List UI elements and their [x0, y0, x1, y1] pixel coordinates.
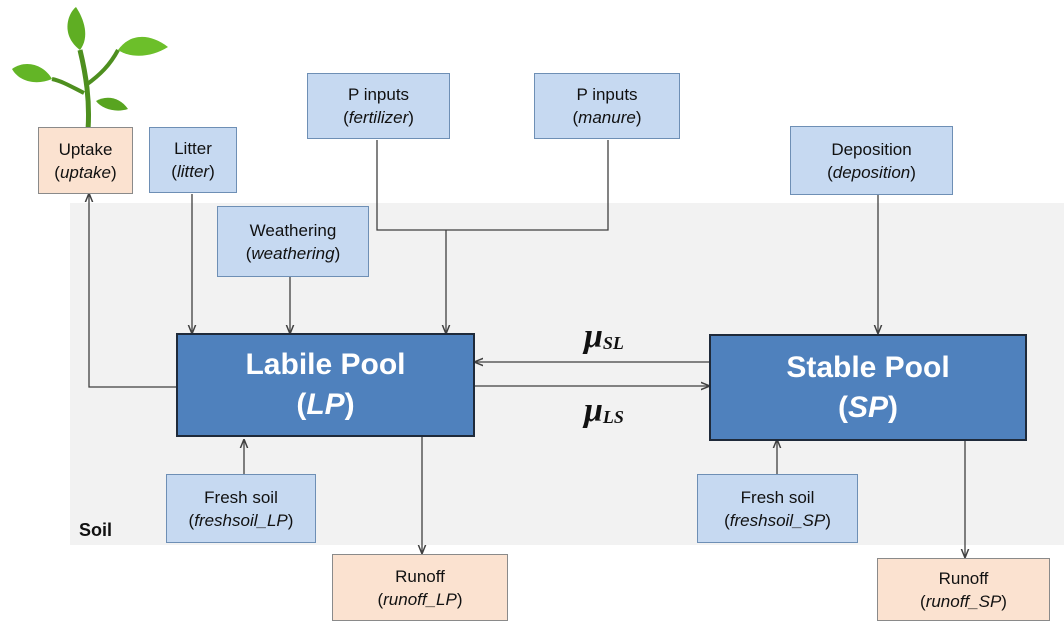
p-manure-title: P inputs [576, 85, 638, 104]
runoff-lp-var: runoff_LP [383, 589, 457, 609]
litter-box: Litter (litter) [149, 127, 237, 193]
p-fertilizer-var: fertilizer [348, 108, 409, 127]
stable-pool-box: Stable Pool (SP) [709, 334, 1027, 441]
runoff-sp-title: Runoff [938, 568, 989, 588]
deposition-title: Deposition [831, 139, 912, 159]
weathering-var: weathering [251, 243, 335, 263]
litter-var: litter [176, 162, 210, 181]
weathering-title: Weathering [249, 220, 337, 240]
soil-label: Soil [79, 520, 113, 540]
rate-sl-symbol: μ [584, 318, 603, 355]
deposition-var: deposition [832, 162, 911, 182]
runoff-lp-box: Runoff (runoff_LP) [332, 554, 508, 621]
plant-icon [12, 7, 168, 130]
labile-pool-box: Labile Pool (LP) [176, 333, 475, 437]
fresh-lp-title: Fresh soil [204, 487, 278, 507]
rate-mu-sl: μSL [584, 318, 624, 356]
fresh-soil-lp-box: Fresh soil (freshsoil_LP) [166, 474, 316, 543]
line-p-fertilizer [376, 140, 609, 231]
fresh-lp-var: freshsoil_LP [194, 510, 288, 530]
rate-ls-symbol: μ [584, 392, 603, 429]
uptake-title: Uptake [58, 139, 113, 159]
rate-sl-sub: SL [602, 333, 624, 353]
p-manure-var: manure [578, 108, 636, 127]
stable-pool-var: SP [847, 390, 889, 424]
p-inputs-manure-box: P inputs (manure) [534, 73, 680, 139]
fresh-sp-title: Fresh soil [740, 487, 815, 507]
runoff-sp-box: Runoff (runoff_SP) [877, 558, 1050, 621]
labile-pool-title: Labile Pool [245, 348, 406, 381]
labile-pool-var: LP [306, 388, 345, 421]
stable-pool-title: Stable Pool [786, 350, 950, 384]
rate-ls-sub: LS [602, 407, 624, 427]
fresh-soil-sp-box: Fresh soil (freshsoil_SP) [697, 474, 858, 543]
rate-mu-ls: μLS [584, 392, 624, 430]
uptake-var: uptake [59, 162, 112, 182]
fresh-sp-var: freshsoil_SP [729, 510, 826, 530]
deposition-box: Deposition (deposition) [790, 126, 953, 195]
weathering-box: Weathering (weathering) [217, 206, 369, 277]
runoff-lp-title: Runoff [395, 566, 445, 586]
uptake-box: Uptake (uptake) [38, 127, 133, 194]
runoff-sp-var: runoff_SP [925, 591, 1002, 611]
p-fertilizer-title: P inputs [347, 85, 410, 104]
p-inputs-fertilizer-box: P inputs (fertilizer) [307, 73, 450, 139]
arrow-uptake [89, 194, 176, 388]
litter-title: Litter [174, 139, 212, 158]
